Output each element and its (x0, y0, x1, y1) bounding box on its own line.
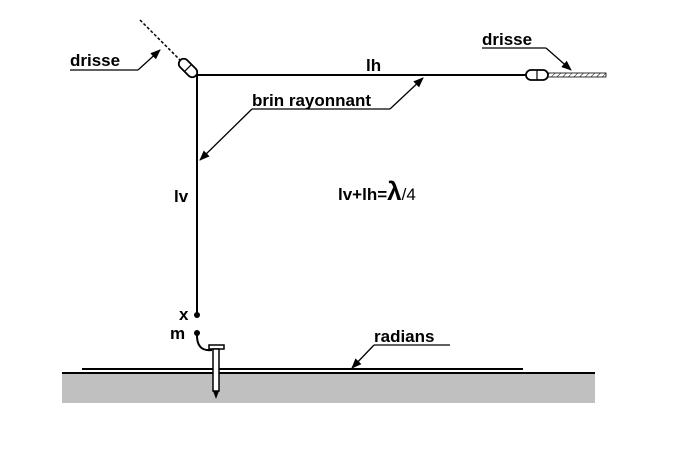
formula-suffix: /4 (402, 185, 416, 204)
right-halyard-rope (547, 72, 607, 78)
ground (62, 373, 595, 403)
brin-leaders (199, 77, 424, 161)
ground-stake (208, 344, 225, 399)
terminal-m-dot (194, 330, 200, 336)
formula-prefix: lv+lh= (338, 185, 387, 204)
formula: lv+lh=λ/4 (338, 176, 416, 206)
brin-rayonnant-label: brin rayonnant (252, 91, 371, 110)
radians-label: radians (374, 327, 434, 346)
lh-label: lh (366, 56, 381, 75)
drisse-left-leader (70, 49, 161, 71)
left-halyard-rope (139, 19, 181, 61)
drisse-right-label: drisse (482, 30, 532, 49)
lv-label: lv (174, 187, 189, 206)
formula-lambda: λ (387, 176, 402, 206)
radians-leader (351, 344, 450, 369)
terminal-x-label: x (179, 305, 189, 324)
right-insulator (525, 69, 549, 81)
drisse-right-leader (482, 47, 572, 71)
terminal-m-label: m (170, 324, 185, 343)
left-insulator (177, 57, 199, 79)
drisse-left-label: drisse (70, 51, 120, 70)
